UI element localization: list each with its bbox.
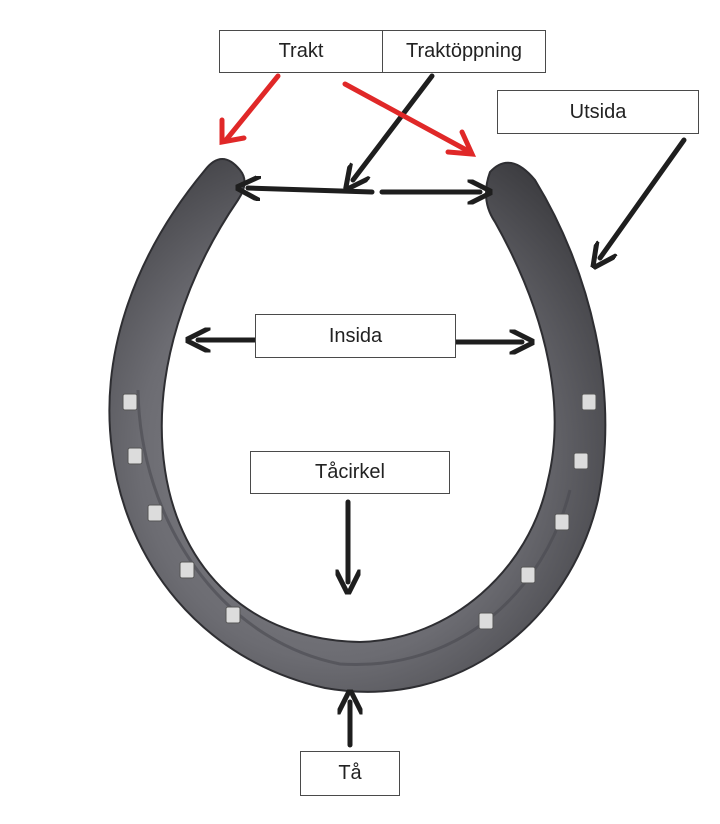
horseshoe-body — [108, 158, 607, 693]
nail-hole — [478, 612, 494, 630]
arrow-trakt-left-head — [219, 117, 247, 145]
arrow-traktoppning-left — [248, 188, 375, 192]
label-tacirkel: Tåcirkel — [250, 451, 450, 494]
label-trakt: Trakt — [219, 30, 383, 73]
label-ta: Tå — [300, 751, 400, 796]
arrow-utsida-pointer — [600, 137, 687, 258]
nail-holes — [122, 393, 597, 630]
label-insida: Insida — [255, 314, 456, 358]
nail-hole — [573, 452, 589, 470]
arrow-traktoppning-pointer — [353, 73, 435, 180]
nail-hole — [581, 393, 597, 411]
nail-hole — [179, 561, 195, 579]
arrow-trakt-left — [223, 73, 281, 143]
red-arrows — [219, 73, 477, 157]
label-utsida: Utsida — [497, 90, 699, 134]
arrow-trakt-right-head — [445, 129, 477, 157]
nail-hole — [520, 566, 536, 584]
nail-hole — [127, 447, 143, 465]
nail-hole — [122, 393, 138, 411]
nail-hole — [554, 513, 570, 531]
arrow-trakt-right — [342, 81, 473, 155]
horseshoe-icon — [108, 158, 607, 693]
nail-hole — [147, 504, 163, 522]
label-traktoppning: Traktöppning — [382, 30, 546, 73]
nail-hole — [225, 606, 241, 624]
